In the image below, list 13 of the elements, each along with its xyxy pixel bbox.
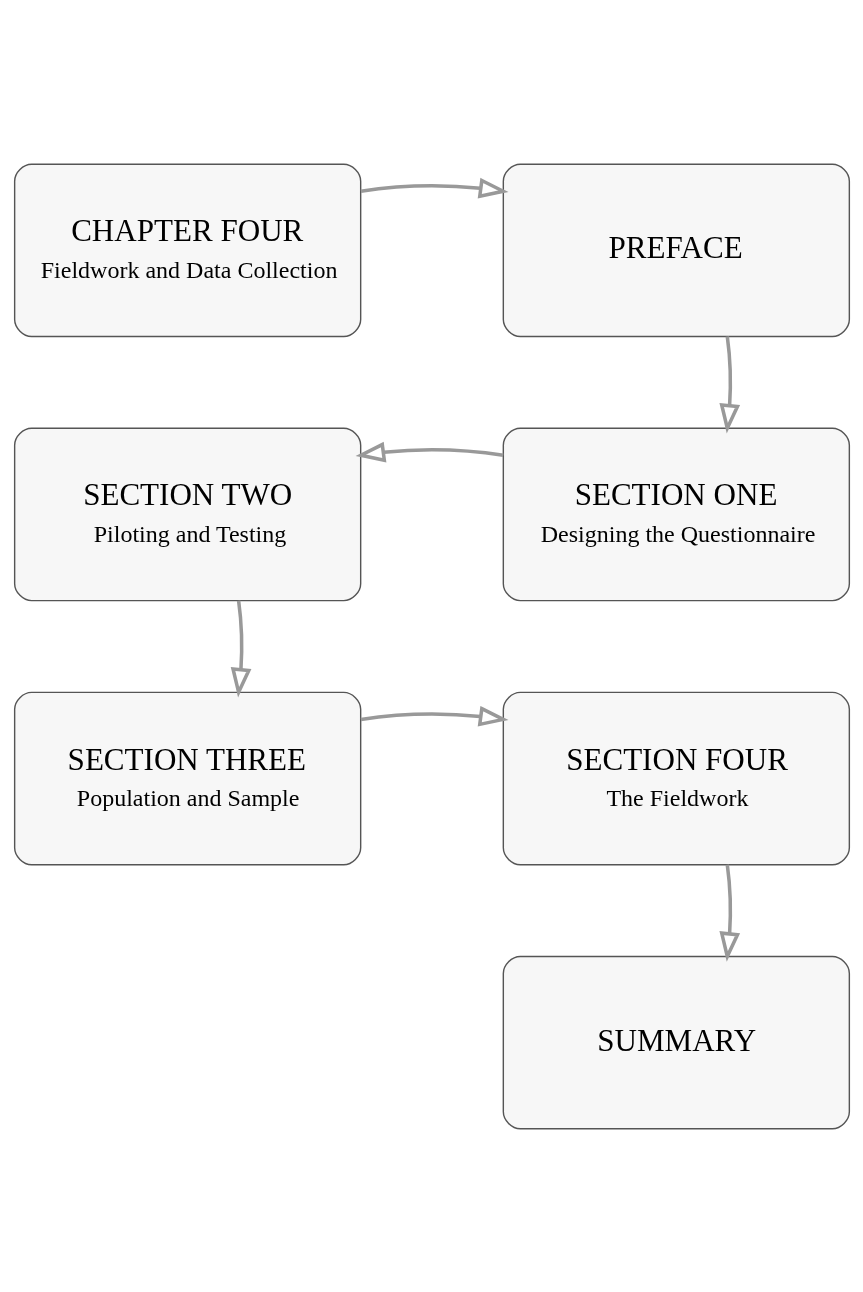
node-box: SECTION FOUR The Fieldwork: [502, 691, 850, 865]
node-box: SECTION TWO Piloting and Testing: [13, 427, 361, 601]
arrow: [230, 599, 251, 698]
node-box: SUMMARY: [502, 955, 850, 1130]
arrow: [718, 864, 740, 962]
arrow: [360, 177, 508, 198]
node-box: SECTION THREE Population and Sample: [13, 691, 361, 865]
arrow: [360, 705, 508, 727]
node-box: PREFACE: [502, 162, 850, 337]
arrow: [718, 335, 740, 433]
node-box: SECTION ONE Designing the Questionnaire: [502, 427, 850, 601]
node-box: CHAPTER FOUR Fieldwork and Data Collection: [13, 162, 361, 337]
arrow: [355, 441, 503, 462]
